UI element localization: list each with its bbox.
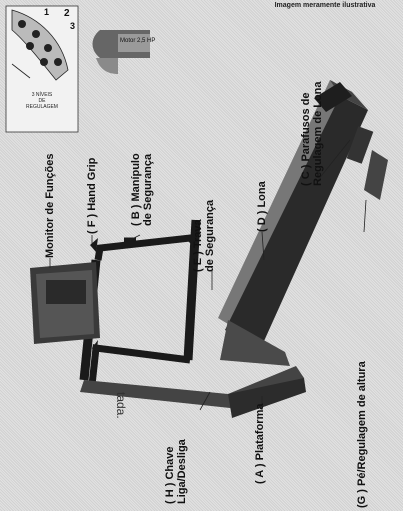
regulation-inset [5, 5, 79, 133]
label-trava: ( E ) Trava de Segurança [192, 199, 216, 272]
level-3-label: 3 [70, 21, 76, 31]
motor-label: Motor 2,5 HP [120, 38, 156, 44]
cutoff-text: tada. [114, 392, 128, 419]
label-manipulo: ( B ) Manípulo de Segurança [130, 153, 154, 226]
label-monitor: Monitor de Funções [44, 153, 56, 259]
label-chave: ( H ) Chave Liga/Desliga [164, 439, 188, 504]
inset-text: 3 NÍVEIS DE REGULAGEM [26, 92, 58, 110]
illustration-caption: Imagem meramente ilustrativa [274, 2, 376, 9]
level-1-label: 1 [44, 7, 50, 17]
level-2-label: 2 [64, 8, 70, 19]
belt-deck [218, 80, 388, 366]
label-plataforma: ( A ) Plataforma [254, 403, 266, 484]
frame [79, 219, 201, 386]
monitor-console [30, 262, 100, 344]
label-parafusos: ( C ) Parafusos de Regulagem de Lona [300, 81, 324, 186]
label-lona: ( D ) Lona [256, 181, 268, 232]
label-pe-regulagem: (G ) Pé/Regulagem de altura [356, 361, 368, 508]
label-leaders [49, 139, 367, 411]
label-hand-grip: ( F ) Hand Grip [86, 157, 98, 234]
motor-sticker [92, 30, 150, 74]
platform-base [80, 366, 306, 418]
